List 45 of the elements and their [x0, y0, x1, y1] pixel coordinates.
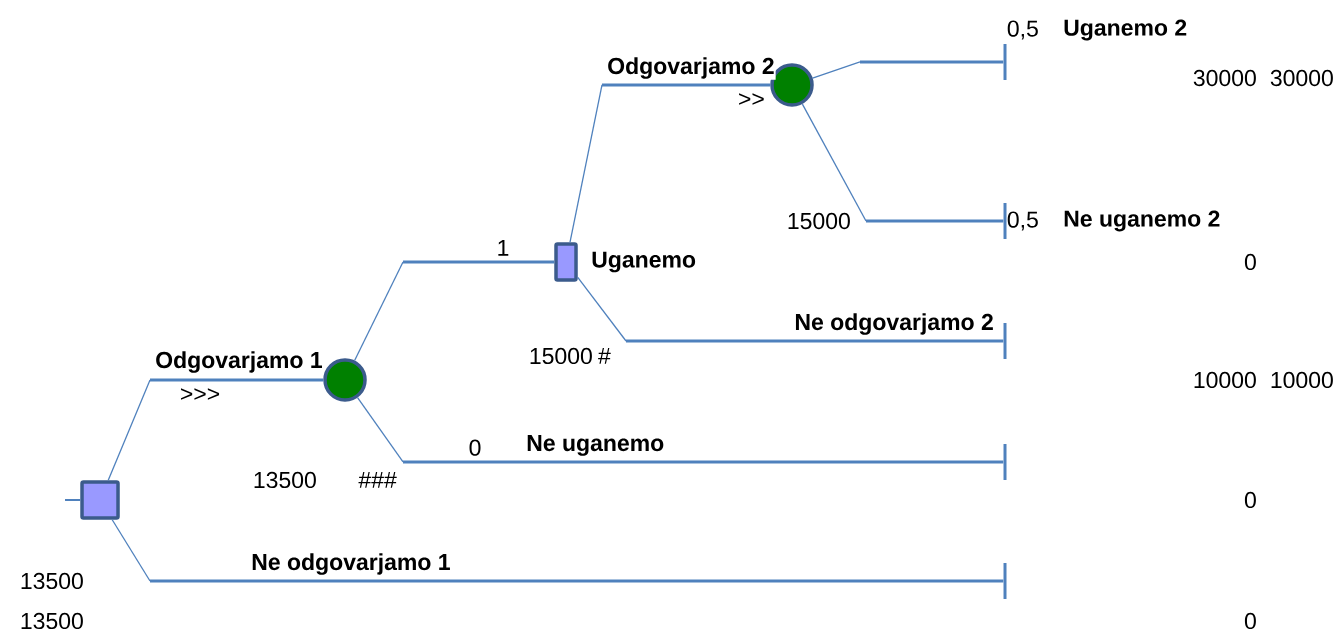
branch-label: Ne uganemo [525, 434, 666, 457]
value-label: # [598, 348, 611, 364]
branch-line [811, 60, 1004, 79]
process-box [554, 242, 578, 282]
value-label: 15000 [788, 212, 850, 230]
value-label: 15000 [530, 347, 592, 365]
end-bar [1003, 444, 1007, 480]
value-label: 0,5 [1007, 20, 1038, 40]
value-label: 0 [1244, 253, 1256, 271]
value-label: 30000 [1193, 69, 1256, 87]
branch-label: Odgovarjamo 1 [154, 350, 324, 374]
value-label: 0 [469, 439, 481, 456]
branch-line [356, 397, 1004, 464]
value-label: 10000 [1194, 371, 1256, 389]
branch-label: Ne uganemo 2 [1062, 209, 1222, 233]
branch-label: Uganemo [590, 250, 697, 274]
end-bar [1003, 323, 1007, 359]
value-label: ### [358, 472, 397, 488]
value-label: 10000 [1271, 371, 1333, 389]
branch-label: Ne odgovarjamo 2 [793, 312, 995, 336]
value-label: 0 [1244, 612, 1256, 630]
branch-label: Odgovarjamo 2 [606, 56, 776, 80]
branch-line [801, 103, 1004, 223]
branch-label: Uganemo 2 [1062, 18, 1189, 42]
process-box [80, 480, 120, 520]
branch-label: Ne odgovarjamo 1 [250, 552, 452, 576]
branch-line [569, 83, 771, 243]
value-label: 13500 [254, 471, 316, 489]
value-label: 13500 [21, 572, 83, 590]
value-label: >> [739, 93, 764, 105]
value-label: >>> [181, 388, 220, 400]
value-label: 30000 [1270, 69, 1333, 87]
branch-line [353, 260, 555, 362]
value-label: 0,5 [1007, 211, 1038, 231]
branch-line [107, 378, 324, 481]
branch-line [111, 519, 1004, 583]
end-bar [1003, 44, 1007, 80]
end-bar [1003, 563, 1007, 599]
chance-circle [323, 358, 367, 402]
value-label: 13500 [21, 612, 83, 630]
value-label: 0 [1244, 491, 1256, 509]
end-bar [1003, 203, 1007, 239]
value-label: 1 [498, 239, 509, 256]
branch-line [64, 499, 82, 501]
branch-line [577, 276, 1004, 343]
